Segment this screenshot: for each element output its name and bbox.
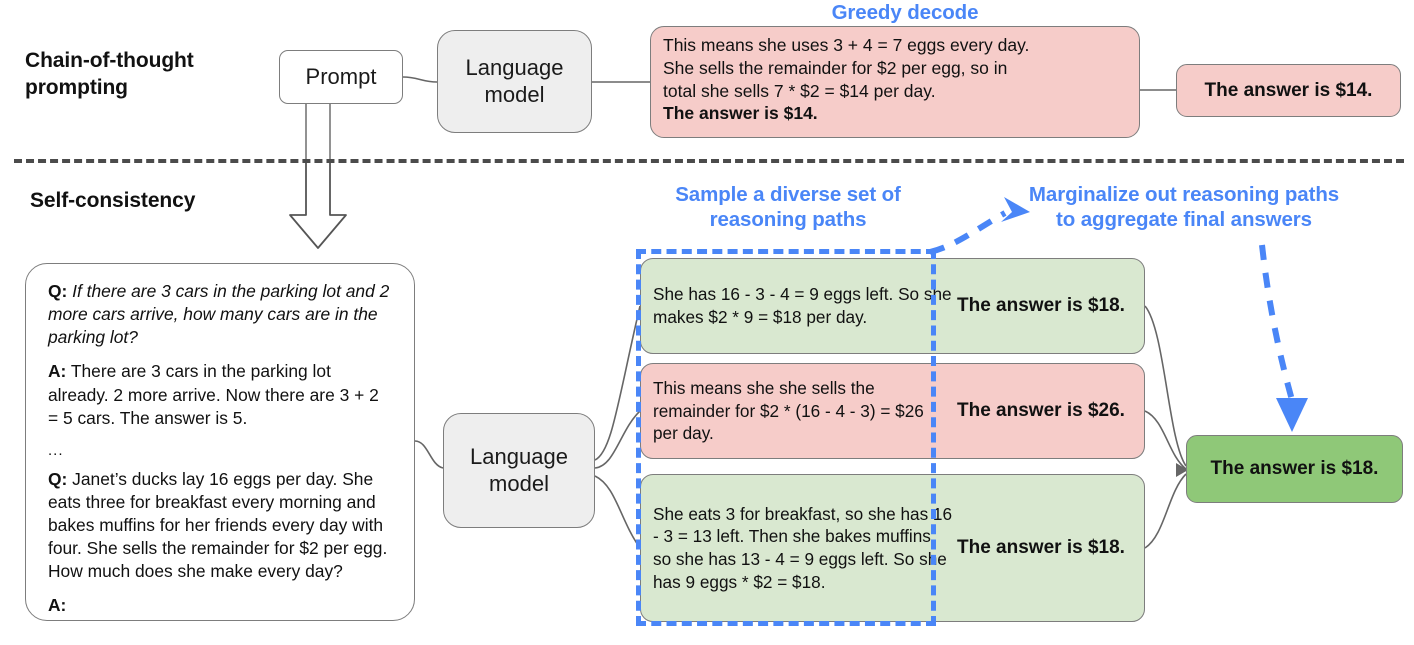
marginalize-line-1: Marginalize out reasoning paths xyxy=(1028,183,1340,206)
greedy-decode-label: Greedy decode xyxy=(831,1,979,24)
few-shot-prompt-text: Q: If there are 3 cars in the parking lo… xyxy=(48,280,392,618)
reasoning-path-2-text: This means she she sells the remainder f… xyxy=(653,377,924,444)
cot-title-line-1: Chain-of-thought xyxy=(25,49,194,72)
reasoning-path-1-answer: The answer is $18. xyxy=(957,295,1125,317)
sampled-reasoning-paths-highlight xyxy=(636,249,936,626)
chain-of-thought-title: Chain-of-thought prompting xyxy=(25,48,194,102)
cot-final-answer-text: The answer is $14. xyxy=(1204,79,1373,101)
reasoning-path-3-text: She eats 3 for breakfast, so she has 16 … xyxy=(653,503,953,592)
sample-paths-line-1: Sample a diverse set of xyxy=(675,183,901,206)
final-answer-text: The answer is $18. xyxy=(1210,458,1379,479)
wire-path3-to-final xyxy=(1144,473,1187,549)
few-shot-target-question: Q: Janet’s ducks lay 16 eggs per day. Sh… xyxy=(48,468,392,584)
language-model-box-top[interactable]: Language model xyxy=(437,30,592,133)
cot-output-line-3: total she sells 7 * $2 = $14 per day. xyxy=(663,80,936,101)
final-aggregated-answer-box: The answer is $18. xyxy=(1186,435,1403,503)
lm-bottom-line-1: Language xyxy=(470,443,568,469)
wire-lm-to-path2 xyxy=(594,410,641,469)
cot-output-text: This means she uses 3 + 4 = 7 eggs every… xyxy=(663,34,1127,125)
down-arrow-outline xyxy=(289,163,347,249)
section-divider xyxy=(14,159,1404,163)
wire-prompt-stub xyxy=(305,104,331,160)
lm-top-label: Language model xyxy=(438,55,591,109)
q1-label: Q: xyxy=(48,281,68,301)
reasoning-path-3-answer: The answer is $18. xyxy=(957,537,1125,559)
blue-arrow-to-final-answer xyxy=(1259,244,1295,401)
language-model-box-bottom[interactable]: Language model xyxy=(443,413,595,528)
lm-top-line-1: Language xyxy=(465,54,564,80)
a1-text: There are 3 cars in the parking lot alre… xyxy=(48,361,379,428)
reasoning-path-2: This means she she sells the remainder f… xyxy=(640,363,1145,459)
few-shot-example-1-answer: A: There are 3 cars in the parking lot a… xyxy=(48,360,392,429)
q2-label: Q: xyxy=(48,468,68,489)
reasoning-path-1-text: She has 16 - 3 - 4 = 9 eggs left. So she… xyxy=(653,284,952,327)
few-shot-target-answer-prefix: A: xyxy=(48,594,392,617)
prompt-box[interactable]: Prompt xyxy=(279,50,403,104)
few-shot-example-1-question: Q: If there are 3 cars in the parking lo… xyxy=(48,280,392,349)
wire-lm-to-path3 xyxy=(594,475,641,549)
marginalize-line-2: to aggregate final answers xyxy=(1055,208,1312,231)
reasoning-path-2-answer: The answer is $26. xyxy=(957,400,1125,422)
cot-output-line-1: This means she uses 3 + 4 = 7 eggs every… xyxy=(663,35,1030,55)
marginalize-label: Marginalize out reasoning paths to aggre… xyxy=(960,182,1408,232)
reasoning-path-3: She eats 3 for breakfast, so she has 16 … xyxy=(640,474,1145,622)
cot-output-box: This means she uses 3 + 4 = 7 eggs every… xyxy=(650,26,1140,138)
prompt-label: Prompt xyxy=(305,64,377,89)
wire-prompt-to-lm xyxy=(402,76,438,83)
lm-bottom-label: Language model xyxy=(444,444,594,498)
q1-text: If there are 3 cars in the parking lot a… xyxy=(48,281,390,348)
lm-top-line-2: model xyxy=(484,81,545,107)
wire-prompt-to-lm-bottom xyxy=(414,440,444,469)
sample-paths-line-2: reasoning paths xyxy=(709,208,867,231)
blue-arrowhead-final xyxy=(1276,398,1308,432)
cot-output-answer-line: The answer is $14. xyxy=(663,103,818,124)
cot-output-line-2: She sells the remainder for $2 per egg, … xyxy=(663,57,1008,78)
a1-label: A: xyxy=(48,361,67,382)
few-shot-ellipsis: ... xyxy=(48,441,64,459)
wire-lm-to-path1 xyxy=(594,305,641,461)
cot-title-line-2: prompting xyxy=(25,75,128,99)
few-shot-prompt-box[interactable]: Q: If there are 3 cars in the parking lo… xyxy=(25,263,415,621)
wire-path1-to-final xyxy=(1144,305,1187,467)
self-consistency-title: Self-consistency xyxy=(30,189,196,212)
wire-path2-to-final xyxy=(1144,410,1187,470)
reasoning-path-1: She has 16 - 3 - 4 = 9 eggs left. So she… xyxy=(640,258,1145,354)
sample-paths-label: Sample a diverse set of reasoning paths xyxy=(638,182,938,232)
cot-final-answer-box: The answer is $14. xyxy=(1176,64,1401,117)
lm-bottom-line-2: model xyxy=(489,470,549,496)
q2-text: Janet’s ducks lay 16 eggs per day. She e… xyxy=(48,468,388,582)
a2-label: A: xyxy=(48,595,67,616)
